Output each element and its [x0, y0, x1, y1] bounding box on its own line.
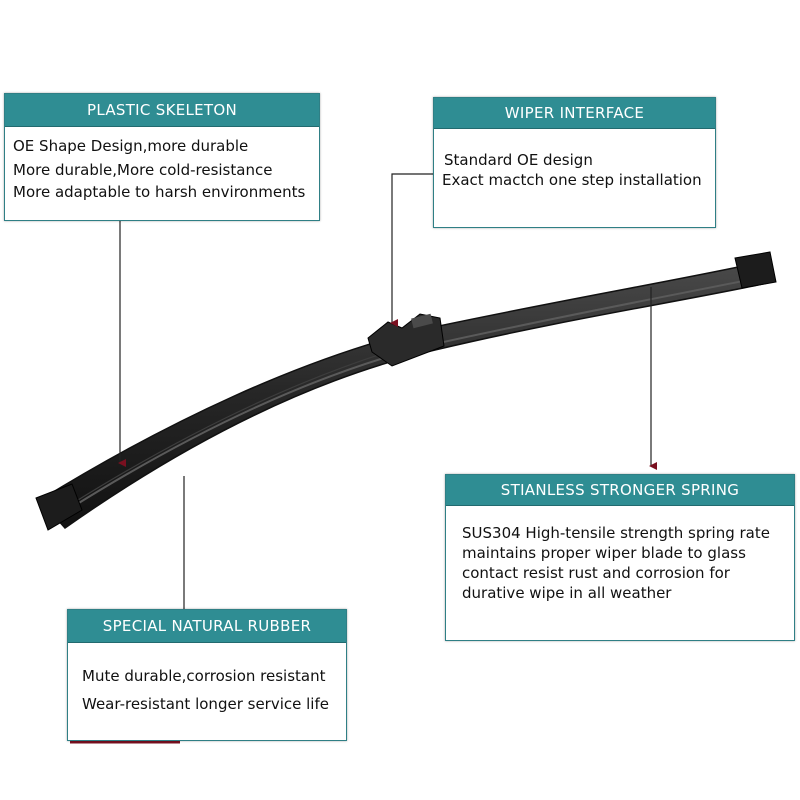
leader-wiper-interface [390, 173, 433, 327]
callout-wiper-interface: WIPER INTERFACE Standard OE design Exact… [433, 97, 716, 228]
callout-line: Standard OE design [444, 151, 593, 169]
callout-line: More adaptable to harsh environments [13, 183, 306, 201]
callout-line: Wear-resistant longer service life [82, 695, 329, 713]
callout-line: durative wipe in all weather [462, 584, 672, 602]
callout-line: OE Shape Design,more durable [13, 137, 249, 155]
callout-spring: STIANLESS STRONGER SPRING SUS304 High-te… [445, 474, 795, 641]
callout-title: SPECIAL NATURAL RUBBER [68, 610, 346, 643]
left-end-cap [35, 483, 83, 531]
callout-line: Mute durable,corrosion resistant [82, 667, 326, 685]
adapter-notch [411, 313, 433, 329]
callout-line: SUS304 High-tensile strength spring rate [462, 524, 770, 542]
callout-title: PLASTIC SKELETON [5, 94, 319, 127]
right-end-cap [734, 251, 777, 289]
callout-title: WIPER INTERFACE [434, 98, 715, 129]
callout-plastic-skeleton: PLASTIC SKELETON OE Shape Design,more du… [4, 93, 320, 221]
callout-line: contact resist rust and corrosion for [462, 564, 730, 582]
callout-rubber: SPECIAL NATURAL RUBBER Mute durable,corr… [67, 609, 347, 741]
callout-line: Exact mactch one step installation [442, 171, 702, 189]
callout-line: maintains proper wiper blade to glass [462, 544, 746, 562]
callout-line: More durable,More cold-resistance [13, 161, 273, 179]
callout-title: STIANLESS STRONGER SPRING [446, 475, 794, 506]
